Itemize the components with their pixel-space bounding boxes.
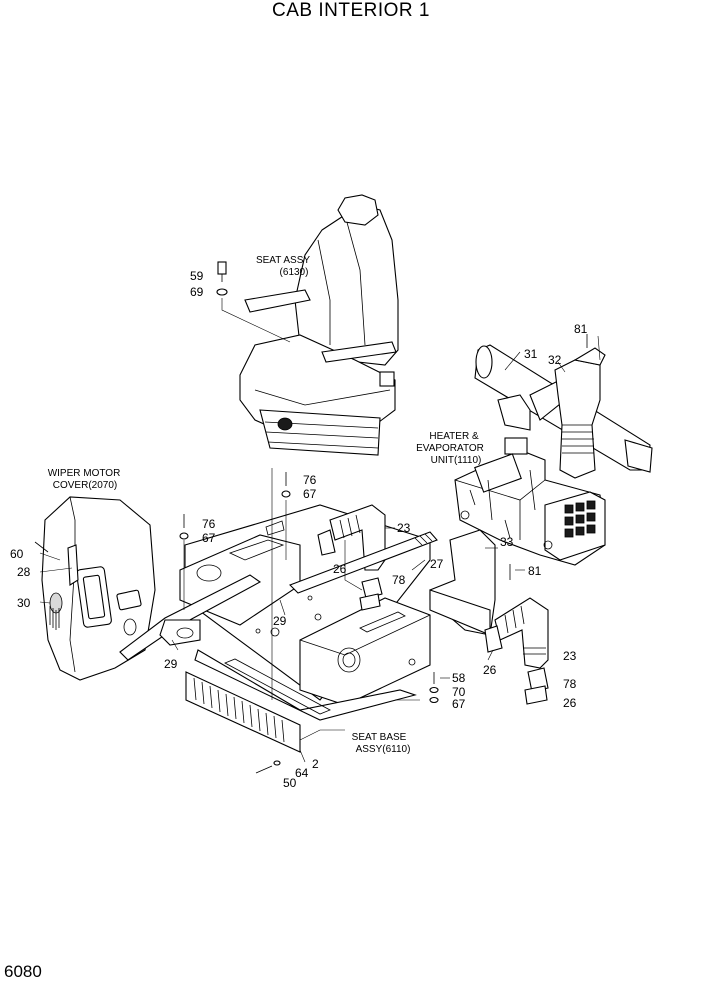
callout-29-b: 29 (164, 657, 178, 671)
callout-26-b: 26 (483, 663, 497, 677)
wiper-label-line1: WIPER MOTOR (48, 468, 121, 479)
seat-assy-label: SEAT ASSY (256, 255, 310, 266)
callout-64: 64 (295, 766, 309, 780)
grommets-78 (359, 577, 549, 705)
callout-67-c: 67 (452, 697, 466, 711)
heater-label-line1: HEATER & (429, 431, 479, 442)
callout-60: 60 (10, 547, 24, 561)
callout-67-a: 67 (303, 487, 317, 501)
callout-23-b: 23 (563, 649, 577, 663)
callout-32: 32 (548, 353, 562, 367)
air-duct-33 (429, 529, 496, 636)
callout-26-a: 26 (333, 562, 347, 576)
seat-assy-number: (6130) (280, 267, 309, 278)
fasteners (34, 261, 588, 774)
seat-assembly (239, 194, 399, 456)
callout-81: 81 (574, 322, 588, 336)
callout-67-b: 67 (202, 531, 216, 545)
air-duct-upper (474, 344, 653, 479)
page-number: 6080 (4, 962, 42, 981)
callout-76-b: 76 (202, 517, 216, 531)
hose-23-lower (484, 597, 549, 669)
pipe-27 (289, 531, 438, 594)
callout-50: 50 (283, 776, 297, 790)
callout-29-a: 29 (273, 614, 287, 628)
heater-evaporator-unit (454, 437, 606, 566)
callout-76-a: 76 (303, 473, 317, 487)
callout-26-c: 26 (563, 696, 577, 710)
callout-69: 69 (190, 285, 204, 299)
heater-label-line3: UNIT(1110) (431, 455, 482, 466)
callout-numbers: 59 69 81 31 32 76 67 76 67 23 33 81 60 2… (10, 269, 588, 790)
callout-2: 2 (312, 757, 319, 771)
callout-78-a: 78 (392, 573, 406, 587)
callout-27: 27 (430, 557, 444, 571)
wiper-motor-cover (41, 496, 156, 681)
seat-base-label-line1: SEAT BASE (352, 732, 407, 743)
seat-base-label-line2: ASSY(6110) (356, 744, 411, 755)
callout-31: 31 (524, 347, 538, 361)
page-title: CAB INTERIOR 1 (272, 0, 430, 21)
callout-81-b: 81 (528, 564, 542, 578)
callout-70: 70 (452, 685, 466, 699)
callout-78-b: 78 (563, 677, 577, 691)
heater-label-line2: EVAPORATOR (416, 443, 484, 454)
wiper-label-line2: COVER(2070) (53, 480, 117, 491)
callout-58: 58 (452, 671, 466, 685)
callout-30: 30 (17, 596, 31, 610)
louvre-grille (185, 658, 331, 753)
callout-33: 33 (500, 535, 514, 549)
callout-23-a: 23 (397, 521, 411, 535)
callout-59: 59 (190, 269, 204, 283)
support-rod (119, 574, 262, 661)
leader-lines (39, 298, 601, 763)
callout-28: 28 (17, 565, 31, 579)
